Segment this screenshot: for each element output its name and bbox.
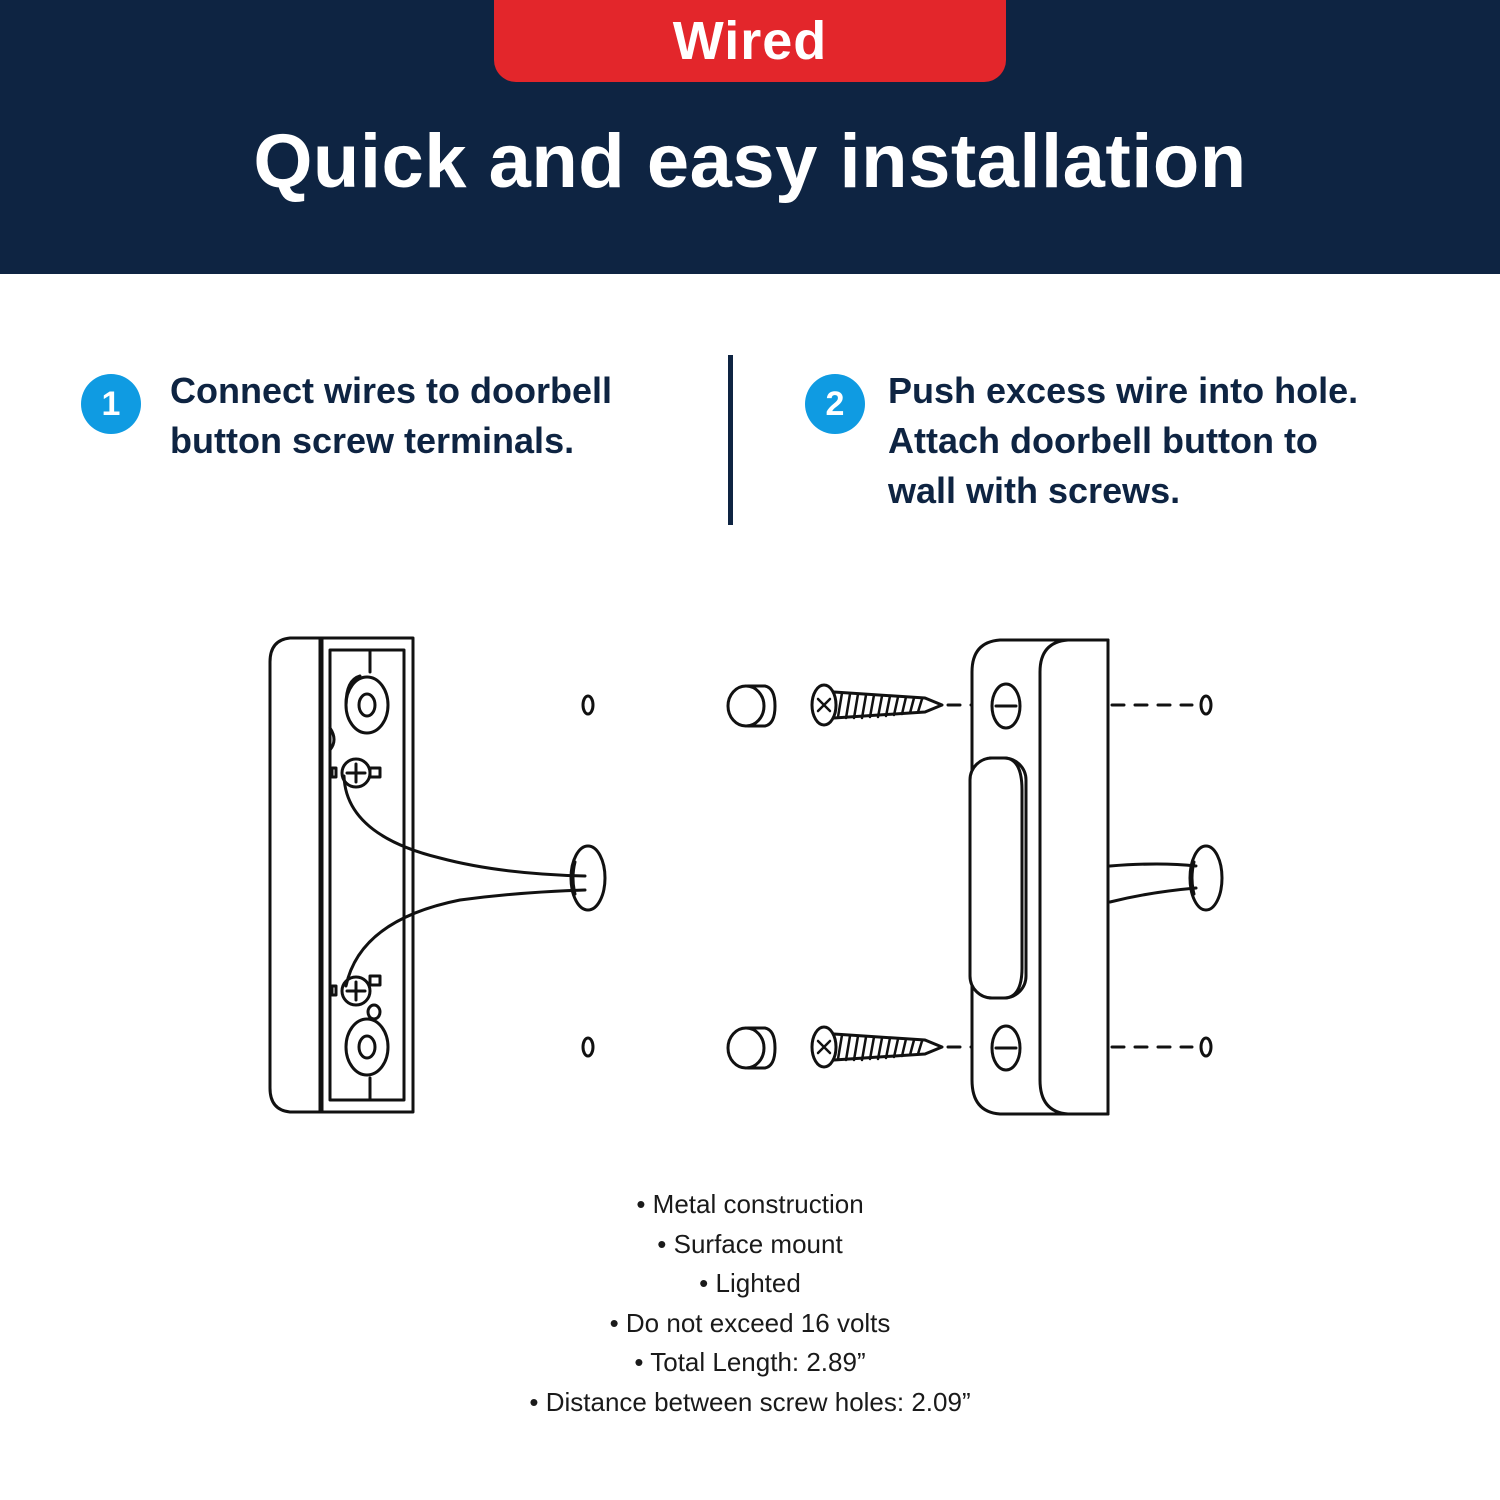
wire-hole-icon [569,844,607,912]
header-banner: Wired Quick and easy installation [0,0,1500,274]
feature-list: • Metal construction • Surface mount • L… [0,1185,1500,1422]
feature-item: • Surface mount [657,1228,843,1259]
step-1-text: Connect wires to doorbell button screw t… [170,366,690,466]
step-2-line: Push excess wire into hole. [888,370,1359,411]
feature-item: • Distance between screw holes: 2.09” [529,1386,971,1417]
wire-hole-icon [1188,844,1224,912]
doorbell-back-view-icon [268,636,587,1114]
step-2-badge: 2 [805,374,865,434]
feature-item: • Metal construction [636,1189,864,1219]
step-1-line: button screw terminals. [170,420,575,461]
installation-illustration [268,636,1224,1116]
step-1-badge: 1 [81,374,141,434]
screw-hole-icon [581,1036,595,1058]
step-divider [728,355,733,525]
doorbell-side-view-icon [968,638,1198,1116]
step-2-line: wall with screws. [888,470,1181,511]
wired-tag: Wired [494,0,1006,82]
screw-icon [810,683,944,727]
step-2-text: Push excess wire into hole. Attach doorb… [888,366,1448,516]
page-title: Quick and easy installation [253,119,1247,204]
step-1-line: Connect wires to doorbell [170,370,613,411]
step-2-line: Attach doorbell button to [888,420,1318,461]
screw-hole-icon [581,694,595,716]
screw-hole-icon [1199,1036,1213,1058]
feature-item: • Total Length: 2.89” [634,1347,866,1377]
feature-item: • Do not exceed 16 volts [609,1307,891,1338]
screw-hole-icon [1199,694,1213,716]
screw-icon [810,1025,944,1069]
feature-item: • Lighted [699,1268,801,1298]
wall-anchor-icon [726,684,777,1070]
